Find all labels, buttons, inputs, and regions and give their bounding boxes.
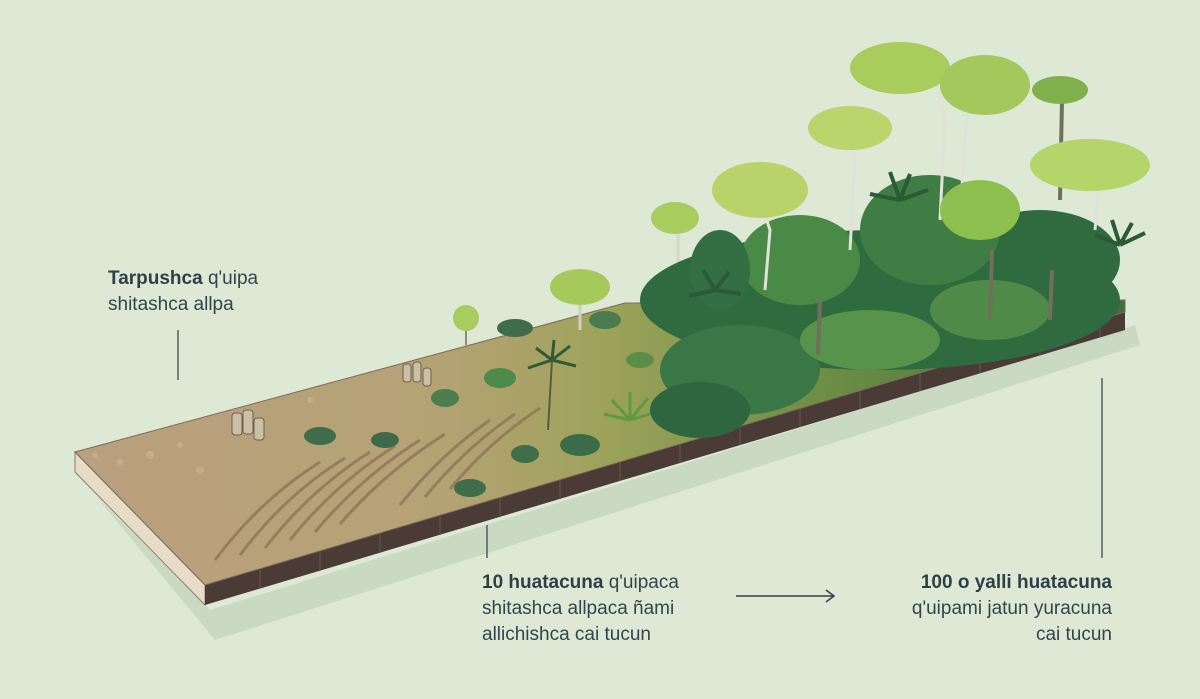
label-end-line2: q'uipami jatun yuracuna	[911, 598, 1112, 619]
label-start-bold: Tarpushca	[108, 268, 203, 289]
label-ten-years: 10 huatacuna q'uipaca shitashca allpaca …	[482, 570, 679, 648]
label-end-line3: cai tucun	[1035, 624, 1112, 645]
young-shrubs	[304, 311, 654, 497]
saplings	[453, 202, 699, 431]
label-middle-line2: shitashca allpaca ñami	[482, 598, 675, 619]
label-start-rest: q'uipa	[202, 268, 259, 289]
tree-stumps	[231, 361, 432, 441]
right-arrow-icon	[736, 589, 836, 603]
label-start-line2: shitashca allpa	[108, 294, 234, 315]
label-middle-rest: q'uipaca	[603, 572, 679, 593]
label-hundred-years: 100 o yalli huatacuna q'uipami jatun yur…	[912, 570, 1112, 648]
mature-forest	[640, 42, 1150, 438]
soil-block-sides	[74, 312, 1125, 607]
plowed-furrows	[213, 406, 541, 561]
label-middle-line3: allichishca cai tucun	[482, 624, 651, 645]
label-middle-bold: 10 huatacuna	[482, 572, 604, 593]
label-end-bold: 100 o yalli huatacuna	[920, 572, 1112, 593]
label-cleared-land: Tarpushca q'uipa shitashca allpa	[108, 266, 258, 318]
ground-surface	[74, 299, 1126, 586]
